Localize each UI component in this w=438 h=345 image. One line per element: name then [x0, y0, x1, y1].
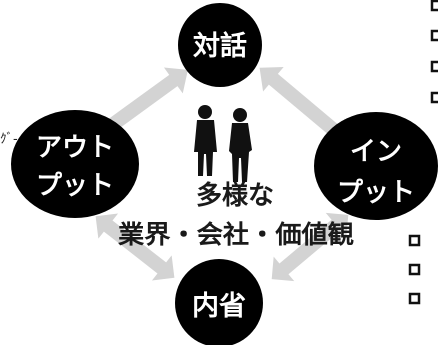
cycle-arrows — [94, 67, 349, 282]
arrow-top-right — [259, 67, 349, 143]
checkbox-bullet-icon — [430, 60, 438, 73]
node-dialogue: 対話 — [178, 3, 262, 87]
checkbox-bullet-icon — [408, 234, 421, 247]
checkbox-bullet-icon — [430, 91, 438, 104]
node-dialogue-label: 対話 — [193, 30, 247, 62]
bullet-list — [408, 0, 438, 305]
checkbox-bullet-icon — [408, 263, 421, 276]
node-reflection-label: 内省 — [192, 291, 246, 322]
center-text-line2: 業界・会社・価値観 — [118, 220, 354, 249]
left-fragment-text: ｸﾞ- — [0, 132, 18, 147]
checkbox-bullet-icon — [408, 292, 421, 305]
checkbox-bullet-icon — [430, 29, 438, 42]
node-input-label-line2: プット — [337, 178, 415, 208]
node-output: アウト プット — [11, 110, 139, 218]
arrow-bottom-left — [95, 213, 175, 281]
center-text-line1: 多様な — [196, 180, 274, 211]
node-reflection: 内省 — [175, 259, 263, 345]
arrow-top-left — [94, 67, 188, 141]
node-output-label-line1: アウト — [36, 133, 114, 163]
arrow-bottom-right — [271, 212, 349, 282]
node-input: イン プット — [314, 112, 438, 220]
node-output-label-line2: プット — [36, 171, 114, 201]
silhouette-woman-icon — [229, 108, 252, 182]
node-input-label-line1: イン — [350, 137, 402, 167]
checkbox-bullet-icon — [430, 0, 438, 12]
silhouette-man-icon — [194, 105, 217, 176]
